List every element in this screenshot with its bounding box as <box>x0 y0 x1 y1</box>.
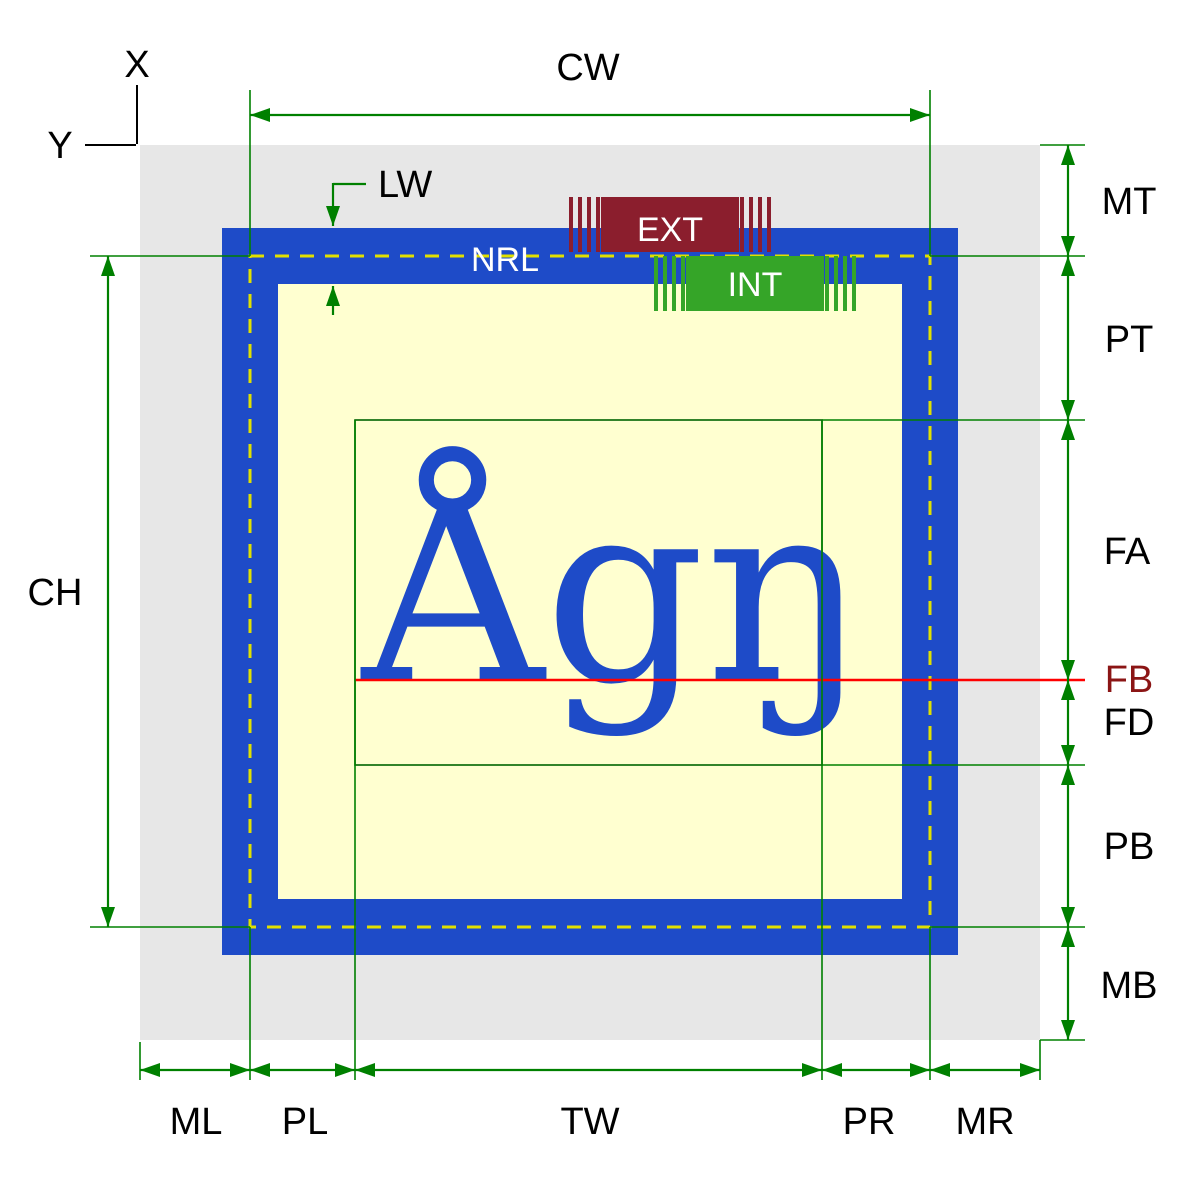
label-int: INT <box>728 266 783 304</box>
label-x: X <box>124 44 149 86</box>
label-mt: MT <box>1102 181 1157 223</box>
label-pl: PL <box>282 1101 328 1143</box>
label-lw: LW <box>378 164 432 206</box>
ext-hatch-lines <box>569 197 771 252</box>
label-fb: FB <box>1105 659 1154 701</box>
label-ml: ML <box>170 1101 223 1143</box>
extension-lines <box>90 90 1085 1080</box>
origin-marker <box>85 85 138 146</box>
label-pt: PT <box>1105 319 1154 361</box>
dimension-lines <box>101 108 1075 1077</box>
label-pr: PR <box>843 1101 896 1143</box>
label-fd: FD <box>1104 702 1155 744</box>
label-mb: MB <box>1101 965 1158 1007</box>
ext-marker: EXT <box>569 197 771 252</box>
lw-callout <box>326 182 366 315</box>
ext-box <box>601 197 739 252</box>
glyph-sample: Ågŋ <box>360 445 868 740</box>
label-ch: CH <box>28 572 83 614</box>
label-y: Y <box>47 125 72 167</box>
label-ext: EXT <box>637 211 703 249</box>
int-hatch-lines <box>654 256 856 311</box>
int-marker: INT <box>654 256 856 311</box>
label-fa: FA <box>1104 531 1151 573</box>
label-mr: MR <box>955 1101 1014 1143</box>
int-box <box>686 256 824 311</box>
label-tw: TW <box>560 1101 619 1143</box>
label-pb: PB <box>1104 826 1155 868</box>
label-nrl: NRL <box>471 241 539 279</box>
padding-box <box>278 284 902 899</box>
label-cw: CW <box>556 47 619 89</box>
